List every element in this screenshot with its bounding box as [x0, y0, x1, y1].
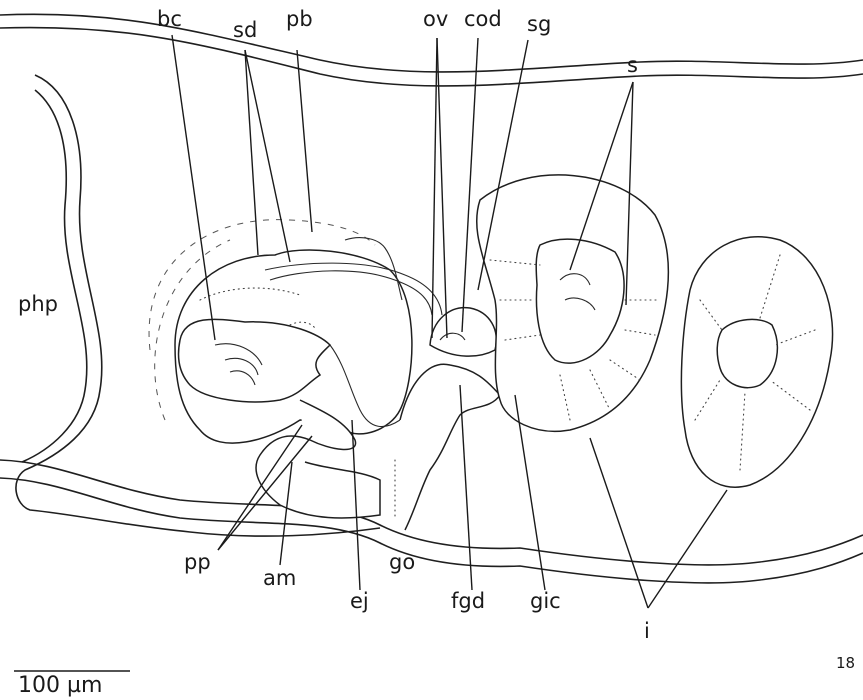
label-cod: cod [464, 7, 502, 31]
label-sd: sd [233, 18, 257, 42]
leader-i-1 [590, 438, 648, 608]
leader-pb [297, 50, 312, 232]
label-sg: sg [527, 12, 551, 36]
figure-number: 18 [836, 654, 855, 672]
leader-i-2 [648, 490, 727, 608]
label-pb: pb [286, 7, 313, 31]
label-ov: ov [423, 7, 448, 31]
label-ej: ej [350, 589, 369, 613]
scale-bar-label: 100 µm [18, 673, 102, 698]
label-bc: bc [157, 7, 182, 31]
scale-bar: 100 µm [14, 671, 130, 698]
label-s: s [627, 53, 638, 77]
label-fgd: fgd [451, 589, 485, 613]
intestine-right [681, 237, 832, 487]
leader-cod [462, 38, 478, 332]
leader-fgd [460, 385, 472, 590]
label-i: i [644, 619, 650, 643]
copulatory-bulb [149, 220, 412, 443]
label-go: go [389, 550, 415, 574]
leader-ov-2 [437, 38, 447, 338]
label-am: am [263, 566, 296, 590]
label-php: php [18, 292, 58, 316]
label-gic: gic [530, 589, 561, 613]
label-pp: pp [184, 550, 211, 574]
leader-ov-1 [432, 38, 437, 338]
intestine-left [477, 175, 669, 431]
